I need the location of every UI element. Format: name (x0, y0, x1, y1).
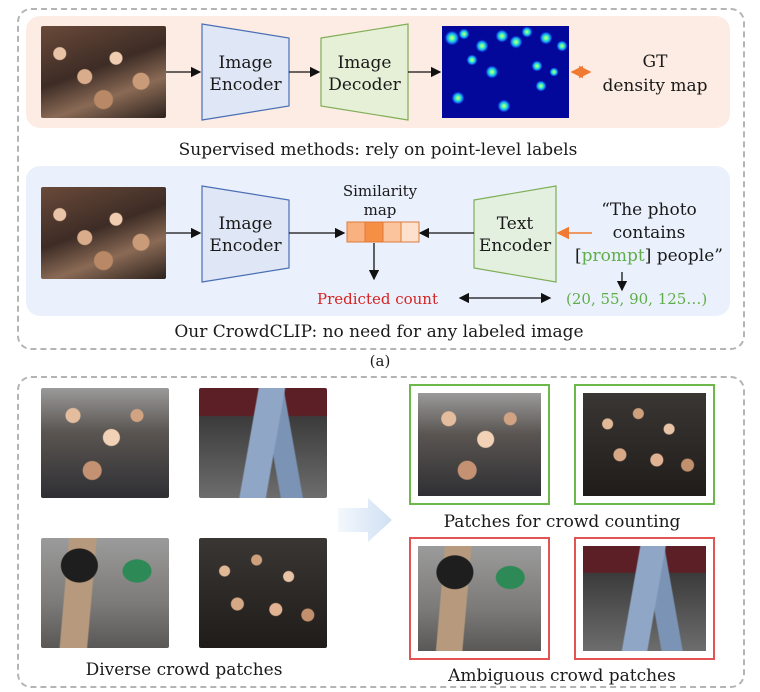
ambiguous-caption: Ambiguous crowd patches (448, 666, 676, 686)
diverse-patch-2 (199, 388, 327, 498)
supervised-image-decoder-shape (320, 23, 409, 121)
ambiguous-patch-1 (418, 546, 541, 651)
prompt-bracket-open: [ (574, 246, 582, 266)
density-map-image (442, 26, 569, 118)
prompt-bracket-close: ] people” (644, 246, 723, 266)
similarity-cell (382, 221, 402, 243)
counting-patch-2-frame (574, 384, 715, 505)
diverse-caption: Diverse crowd patches (85, 660, 283, 680)
ambiguous-patch-2 (583, 546, 706, 651)
subfigure-label-a: (a) (369, 352, 391, 370)
encoder-label-line1: Image (218, 53, 273, 73)
text-encoder: Text Encoder (474, 213, 556, 257)
predicted-count-label: Predicted count (317, 290, 438, 308)
section-a-frame (17, 8, 745, 350)
diverse-patch-3 (41, 538, 169, 648)
prompt-line2: contains (612, 223, 686, 243)
encoder-label-line2: Encoder (209, 236, 282, 256)
crowdclip-image-encoder-shape (201, 185, 290, 283)
similarity-label-line2: map (363, 201, 397, 219)
diverse-patch-4 (199, 538, 327, 648)
counting-patch-2 (583, 393, 706, 496)
section-b-frame (17, 376, 745, 688)
text-encoder-label-line2: Encoder (478, 236, 552, 256)
prompt-text: “The photo contains [prompt] people” (568, 199, 730, 268)
diverse-patch-1 (41, 388, 169, 498)
prompt-line3: [prompt] people” (568, 245, 730, 268)
density-blobs (444, 26, 568, 113)
gt-label-line2: density map (602, 76, 708, 96)
supervised-caption: Supervised methods: rely on point-level … (178, 140, 578, 160)
prompt-line1: “The photo (601, 200, 697, 220)
decoder-label-line1: Image (337, 53, 392, 73)
crowdclip-caption: Our CrowdCLIP: no need for any labeled i… (174, 322, 584, 342)
counting-patch-1 (418, 393, 541, 496)
decoder-label-line2: Decoder (328, 75, 401, 95)
ambiguous-patch-1-frame (409, 537, 550, 660)
big-transition-arrow (338, 498, 392, 542)
similarity-cell (400, 221, 420, 243)
supervised-image-decoder: Image Decoder (321, 52, 408, 96)
similarity-map-label: Similarity map (330, 182, 430, 220)
supervised-image-encoder-shape (201, 23, 290, 121)
gt-label-line1: GT (642, 52, 668, 72)
count-candidates: (20, 55, 90, 125…) (566, 290, 708, 308)
crowdclip-input-image (41, 187, 166, 279)
counting-patch-1-frame (409, 384, 550, 505)
prompt-token: prompt (581, 246, 645, 266)
text-encoder-shape (473, 185, 557, 283)
encoder-label-line1: Image (218, 214, 273, 234)
supervised-input-image (41, 26, 166, 118)
supervised-image-encoder: Image Encoder (202, 52, 289, 96)
crowdclip-image-encoder: Image Encoder (202, 213, 289, 257)
text-encoder-label-line1: Text (496, 214, 534, 234)
encoder-label-line2: Encoder (209, 75, 282, 95)
ambiguous-patch-2-frame (574, 537, 715, 660)
gt-density-map-label: GT density map (590, 50, 720, 98)
similarity-label-line1: Similarity (342, 182, 418, 200)
counting-caption: Patches for crowd counting (443, 512, 681, 532)
similarity-cell (346, 221, 366, 243)
similarity-cell (364, 221, 384, 243)
